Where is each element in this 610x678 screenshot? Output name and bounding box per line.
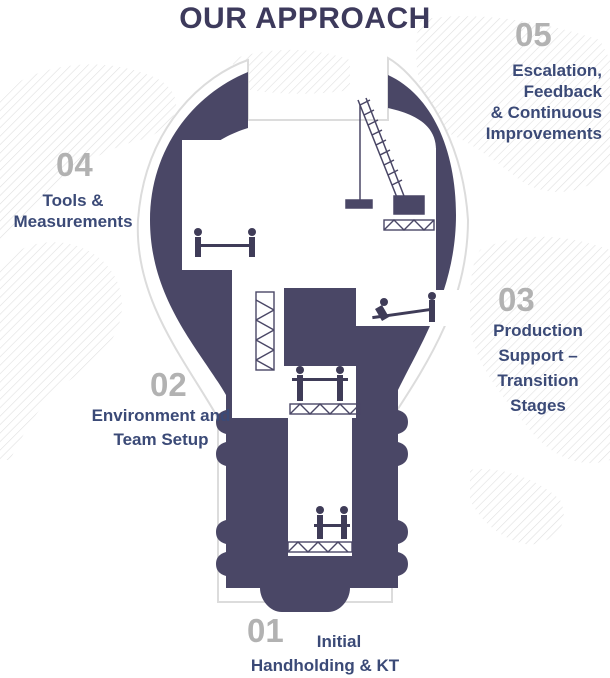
scaffold-platform-01 <box>287 541 353 553</box>
stage-label-04-line-1: Tools & <box>42 191 104 210</box>
page-title: OUR APPROACH <box>179 2 431 35</box>
stage-label-02-line-1: Environment and <box>91 406 231 425</box>
stage-label-03-line-4: Stages <box>510 396 566 415</box>
stage-label-05-line-2: Feedback <box>523 82 602 101</box>
stage-number-01: 01 <box>247 612 284 649</box>
scaffold-platform-02 <box>289 403 361 415</box>
stage-label-03-line-1: Production <box>493 321 583 340</box>
scaffold-platform-05 <box>383 219 435 231</box>
world-map-background <box>0 16 610 545</box>
stage-number-02: 02 <box>150 366 187 403</box>
stage-label-02-line-2: Team Setup <box>113 430 209 449</box>
lightbulb-wrench-shape <box>150 72 462 612</box>
stage-label-01-line-1: Initial <box>316 632 362 651</box>
stage-label-05-line-1: Escalation, <box>512 61 602 80</box>
stage-label-01: Initial Handholding & KT <box>240 630 410 678</box>
scaffold-left-tower <box>255 291 275 371</box>
stage-label-01-line-2: Handholding & KT <box>250 656 400 675</box>
stage-label-03-line-2: Support – <box>498 346 578 365</box>
stage-label-04-line-2: Measurements <box>13 212 133 231</box>
stage-label-04: Tools & Measurements <box>8 190 138 232</box>
stage-label-05-line-4: Improvements <box>485 124 602 143</box>
stage-label-05: Escalation, Feedback & Continuous Improv… <box>462 60 602 144</box>
stage-number-03: 03 <box>498 281 535 318</box>
stage-number-05: 05 <box>515 16 552 53</box>
stage-number-04: 04 <box>56 146 93 183</box>
stage-label-05-line-3: & Continuous <box>490 103 602 122</box>
stage-label-03-line-3: Transition <box>497 371 579 390</box>
workers-icon <box>194 228 436 539</box>
stage-label-03: Production Support – Transition Stages <box>478 318 598 418</box>
stage-label-02: Environment and Team Setup <box>86 404 236 452</box>
crane-icon <box>345 97 425 215</box>
